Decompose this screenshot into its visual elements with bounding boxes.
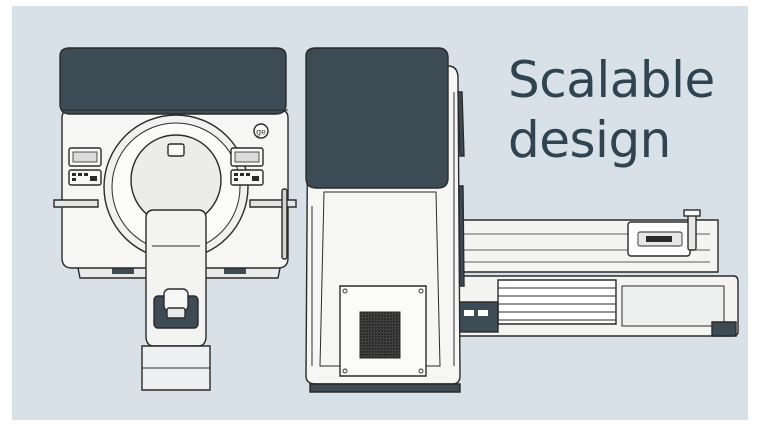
gantry-side-cover <box>305 47 449 189</box>
side-foot <box>309 383 461 393</box>
scanner-front-view: ge <box>53 47 297 391</box>
headline-line-1: Scalable <box>508 51 715 109</box>
headline: Scalable design <box>508 50 715 170</box>
right-handle <box>249 199 297 208</box>
couch-readout <box>646 236 672 242</box>
left-handle <box>53 199 99 208</box>
slide-canvas: ge <box>12 6 748 420</box>
ge-monogram-icon <box>253 123 269 139</box>
gantry-top-cover <box>59 47 287 115</box>
bore-top-indicator <box>167 143 185 157</box>
right-keypad <box>230 169 264 186</box>
left-keypad <box>68 169 102 186</box>
side-pole <box>281 188 288 260</box>
side-accent-strip <box>457 91 465 287</box>
ct-scanner-illustration: ge <box>53 47 739 393</box>
svg-text:ge: ge <box>256 128 266 137</box>
headline-line-2: design <box>508 111 671 169</box>
couch-post <box>687 211 697 251</box>
vent-mesh <box>359 311 401 359</box>
scanner-side-view <box>305 47 739 393</box>
couch-foot-recess <box>457 301 499 333</box>
couch-bellows <box>497 279 617 325</box>
